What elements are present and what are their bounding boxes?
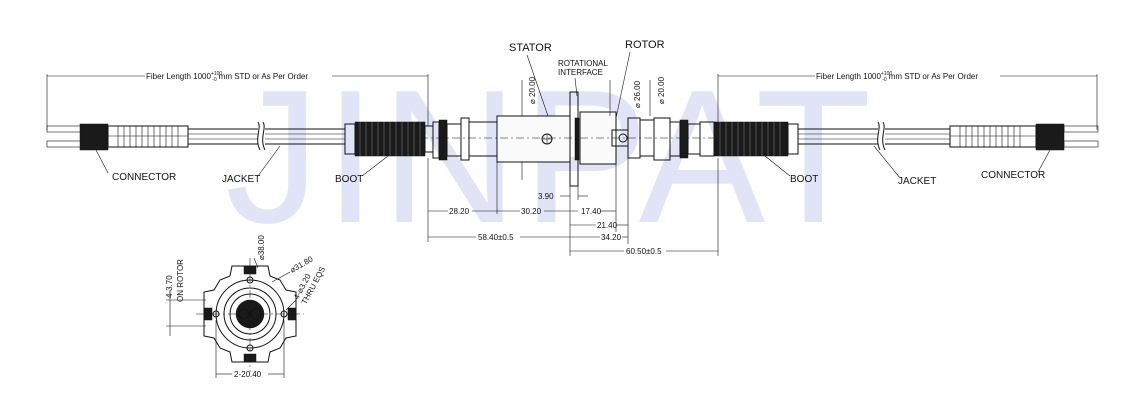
connector-label-right: CONNECTOR: [981, 170, 1045, 181]
dim-17-40: 17.40: [581, 207, 602, 216]
rotor-label: ROTOR: [625, 39, 665, 51]
boot-label-right: BOOT: [790, 174, 818, 185]
connector-label-left: CONNECTOR: [112, 172, 176, 183]
dim-30-20: 30.20: [521, 207, 542, 216]
right-adapter: [653, 117, 715, 161]
dia-rotor-dim: ⌀ 20.00: [649, 76, 666, 116]
dim-28-20: 28.20: [449, 207, 470, 216]
dia-stator-dim: ⌀ 20.00: [521, 76, 537, 180]
stator-body: [496, 115, 571, 163]
end-on-rotor-1: 4-3.70: [165, 275, 174, 298]
dim-60-50: 60.50±0.5: [626, 247, 662, 256]
svg-text:⌀ 20.00: ⌀ 20.00: [657, 76, 666, 104]
svg-text:⌀ 26.00: ⌀ 26.00: [633, 80, 642, 108]
svg-text:Fiber Length 1000+100-0mm STD: Fiber Length 1000+100-0mm STD or As Per …: [816, 71, 978, 83]
stator-label: STATOR: [509, 42, 552, 54]
tol-upper: +100: [211, 71, 222, 77]
flange: [569, 91, 580, 187]
end-dia-38: ⌀38.00: [257, 235, 266, 260]
svg-text:⌀ 20.00: ⌀ 20.00: [528, 76, 537, 104]
dim-58-40: 58.40±0.5: [478, 233, 514, 242]
jacket-label-left: JACKET: [222, 174, 260, 185]
right-jacket: [798, 121, 950, 151]
fiber-length-text: Fiber Length 1000: [146, 72, 211, 81]
right-boot: [713, 121, 799, 157]
left-connector: [46, 123, 189, 151]
tol-upper-right: +100: [881, 71, 892, 77]
fiber-length-suffix: mm STD or As Per Order: [219, 72, 309, 81]
dim-34-20: 34.20: [601, 233, 622, 242]
right-connector: [949, 123, 1099, 151]
jacket-label-right: JACKET: [898, 176, 936, 187]
rotational-interface-label-2: INTERFACE: [558, 68, 603, 77]
tol-lower: -0: [212, 77, 217, 83]
boot-label-left: BOOT: [335, 174, 363, 185]
end-on-rotor-2: ON ROTOR: [176, 259, 185, 302]
fiber-length-text-right: Fiber Length 1000: [816, 72, 881, 81]
tol-lower-right: -0: [882, 77, 887, 83]
left-jacket: [188, 121, 345, 151]
svg-text:Fiber Length 1000+100-0mm STD: Fiber Length 1000+100-0mm STD or As Per …: [146, 71, 308, 83]
dia-flange-dim: ⌀ 26.00: [609, 80, 642, 116]
left-boot: [344, 121, 434, 157]
end-spacing: 2-20.40: [234, 370, 262, 379]
rotational-interface-label-1: ROTATIONAL: [558, 59, 608, 68]
horizontal-dims: 3.90 28.20 30.20 17.40 21.40 58.40±0.5 3…: [427, 158, 719, 256]
dim-21-40: 21.40: [597, 221, 618, 230]
dim-3-90: 3.90: [538, 192, 554, 201]
fiber-length-suffix-right: mm STD or As Per Order: [889, 72, 979, 81]
